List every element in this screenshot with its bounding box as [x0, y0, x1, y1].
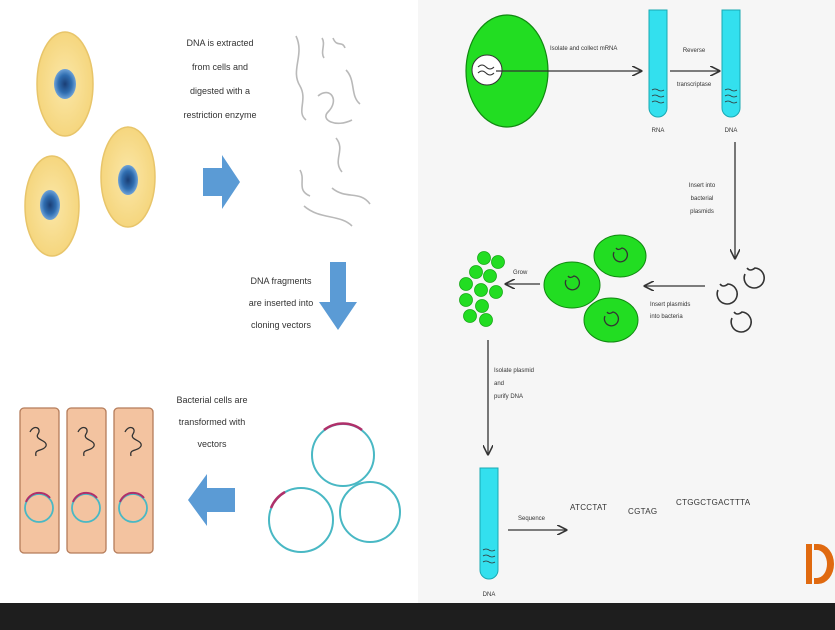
label-sequence: Sequence — [518, 516, 546, 522]
nucleus — [40, 190, 60, 220]
label-reverse-2: transcriptase — [677, 82, 712, 88]
label-insert-1: Insert into — [689, 183, 716, 189]
label-dna-tube: DNA — [725, 128, 738, 134]
label-insert-2: bacterial — [691, 196, 714, 202]
caption-fragments-1: DNA fragments — [250, 276, 312, 286]
diagram-svg: DNA is extracted from cells and digested… — [0, 0, 835, 603]
caption-transform-2: transformed with — [179, 417, 246, 427]
bacterial-cells — [20, 408, 153, 553]
caption-extract-2: from cells and — [192, 62, 248, 72]
label-insert-bacteria-2: into bacteria — [650, 314, 683, 320]
caption-fragments-2: are inserted into — [249, 298, 314, 308]
nucleus — [54, 69, 76, 99]
nucleus — [118, 165, 138, 195]
dna-tube — [722, 10, 740, 117]
sequence-part-3: CTGGCTGACTTTA — [676, 498, 751, 507]
caption-extract-3: digested with a — [190, 86, 250, 96]
sequence-part-1: ATCCTAT — [570, 503, 607, 512]
rna-tube — [649, 10, 667, 117]
caption-transform-1: Bacterial cells are — [176, 395, 247, 405]
label-reverse-1: Reverse — [683, 48, 706, 54]
bottom-bar — [0, 603, 835, 630]
label-isolate-mrna: Isolate and collect mRNA — [550, 46, 617, 52]
label-rna: RNA — [652, 128, 665, 134]
sequence-part-2: CGTAG — [628, 507, 657, 516]
purified-dna-tube — [480, 468, 498, 579]
label-isolate-plasmid-3: purify DNA — [494, 394, 523, 400]
label-insert-bacteria-1: Insert plasmids — [650, 302, 690, 308]
caption-transform-3: vectors — [197, 439, 227, 449]
label-grow: Grow — [513, 270, 528, 276]
label-isolate-plasmid-1: Isolate plasmid — [494, 368, 534, 374]
label-isolate-plasmid-2: and — [494, 381, 504, 387]
caption-extract-4: restriction enzyme — [183, 110, 256, 120]
caption-extract-1: DNA is extracted — [186, 38, 253, 48]
caption-fragments-3: cloning vectors — [251, 320, 312, 330]
label-dna-bottom: DNA — [483, 592, 496, 598]
label-insert-3: plasmids — [690, 209, 714, 215]
